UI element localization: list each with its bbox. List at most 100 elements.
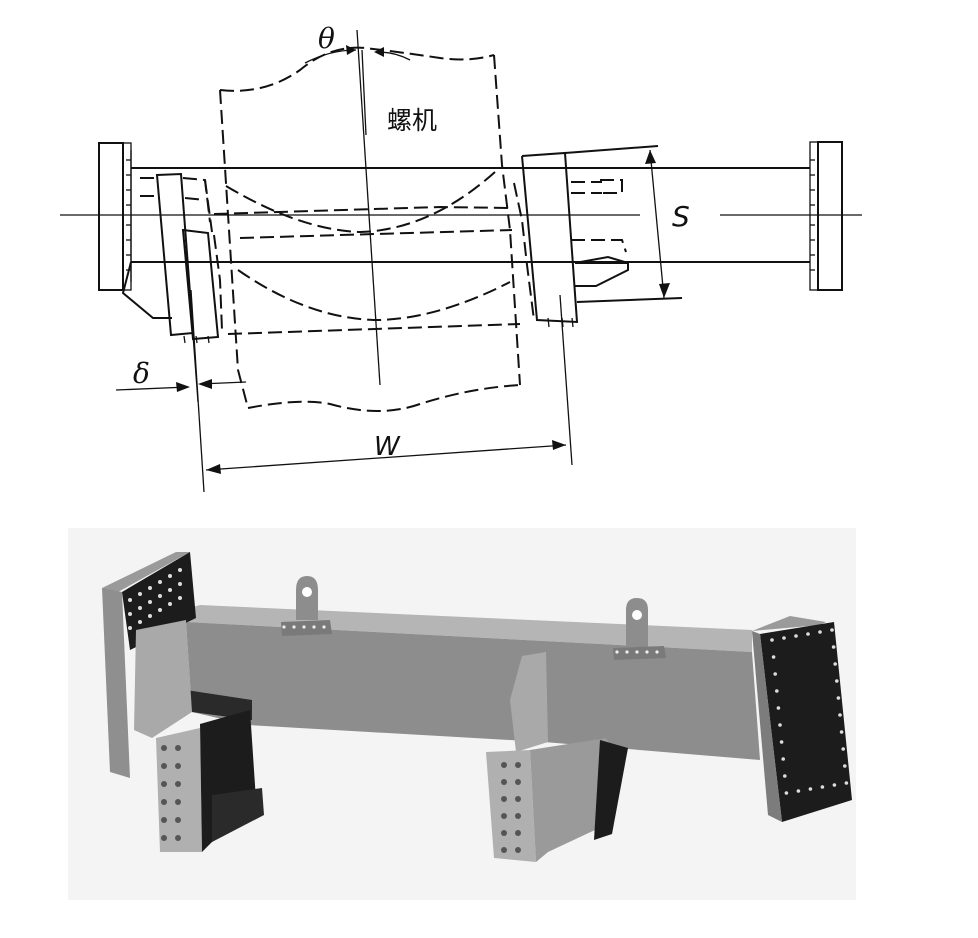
bolt (844, 781, 849, 785)
bolt (784, 791, 789, 795)
bolt (835, 679, 839, 683)
bolt (515, 762, 521, 768)
bolt (820, 785, 825, 789)
bolt (645, 650, 649, 654)
bolt (175, 763, 181, 769)
bolt (818, 630, 822, 634)
bolt (775, 689, 779, 693)
bolt (501, 796, 507, 802)
bolt (806, 632, 810, 636)
bolt (175, 835, 181, 841)
bolt (322, 625, 326, 629)
bolt (501, 779, 507, 785)
bolt (161, 781, 167, 787)
render-right-bracket (486, 652, 628, 862)
tilted-axis-line (356, 29, 381, 386)
bolt (515, 813, 521, 819)
bolt (138, 620, 142, 624)
render-lifting-lug-right (613, 598, 666, 660)
bolt (175, 799, 181, 805)
bolt (161, 745, 167, 751)
s-dimension (645, 149, 670, 299)
bolt (808, 787, 813, 791)
schematic-diagram: θ 螺机 S δ W (60, 22, 862, 493)
bolt (178, 568, 182, 572)
bolt (161, 763, 167, 769)
bolt (771, 655, 776, 659)
bolt (148, 586, 152, 590)
bolt (655, 650, 659, 654)
bolt (515, 779, 521, 785)
theta-label: θ (318, 22, 335, 55)
bolt (782, 636, 786, 640)
bolt (635, 650, 639, 654)
bolt (770, 638, 774, 642)
bolt (832, 783, 837, 787)
left-end-plate (98, 142, 132, 291)
bolt (292, 625, 296, 629)
bolt (776, 706, 781, 710)
bolt (128, 612, 132, 616)
right-end-plate (809, 141, 843, 291)
bolt (175, 817, 181, 823)
bolt (138, 592, 142, 596)
bolt (501, 830, 507, 836)
bolt (175, 745, 181, 751)
vertical-reference-line (361, 49, 367, 136)
beam-3d-render (68, 528, 856, 900)
theta-angle-marker (304, 45, 411, 64)
bolt (781, 757, 785, 761)
bolt (161, 835, 167, 841)
s-label: S (672, 200, 690, 233)
bolt (148, 614, 152, 618)
bolt (161, 817, 167, 823)
bolt (838, 713, 842, 717)
bolt (841, 747, 845, 751)
bolt (839, 730, 844, 734)
render-bolts (128, 568, 849, 853)
render-lifting-lug-left (281, 576, 332, 636)
render-right-end-plate (752, 616, 852, 822)
bolt (128, 626, 132, 630)
bolt (796, 789, 801, 793)
bolt (831, 645, 836, 649)
bolt (168, 574, 172, 578)
w-dimension (190, 289, 573, 493)
bolt (515, 847, 521, 853)
screw-machine-outline (213, 46, 521, 412)
bolt (158, 594, 162, 598)
bolt (501, 813, 507, 819)
bolt (282, 625, 286, 629)
bolt (158, 608, 162, 612)
bolt (836, 696, 841, 700)
bolt (312, 625, 316, 629)
bolt (794, 634, 798, 638)
bolt (128, 598, 132, 602)
bolt (501, 762, 507, 768)
bolt (158, 580, 162, 584)
bolt (843, 764, 847, 768)
main-beam (131, 167, 810, 263)
bolt (168, 588, 172, 592)
bolt (615, 650, 619, 654)
delta-dimension (115, 239, 247, 403)
bolt (783, 774, 787, 778)
bolt (779, 740, 784, 744)
right-bracket (513, 145, 683, 328)
bolt (168, 602, 172, 606)
bolt (830, 628, 834, 632)
left-bracket (121, 172, 223, 344)
bolt (138, 606, 142, 610)
bolt (515, 796, 521, 802)
bolt (178, 582, 182, 586)
w-label: W (374, 432, 401, 462)
bolt (773, 672, 777, 676)
bolt (501, 847, 507, 853)
bolt (175, 781, 181, 787)
bolt (833, 662, 837, 666)
render-left-bracket (134, 620, 264, 852)
bolt (625, 650, 629, 654)
screw-machine-label: 螺机 (387, 106, 437, 135)
bolt (302, 625, 306, 629)
